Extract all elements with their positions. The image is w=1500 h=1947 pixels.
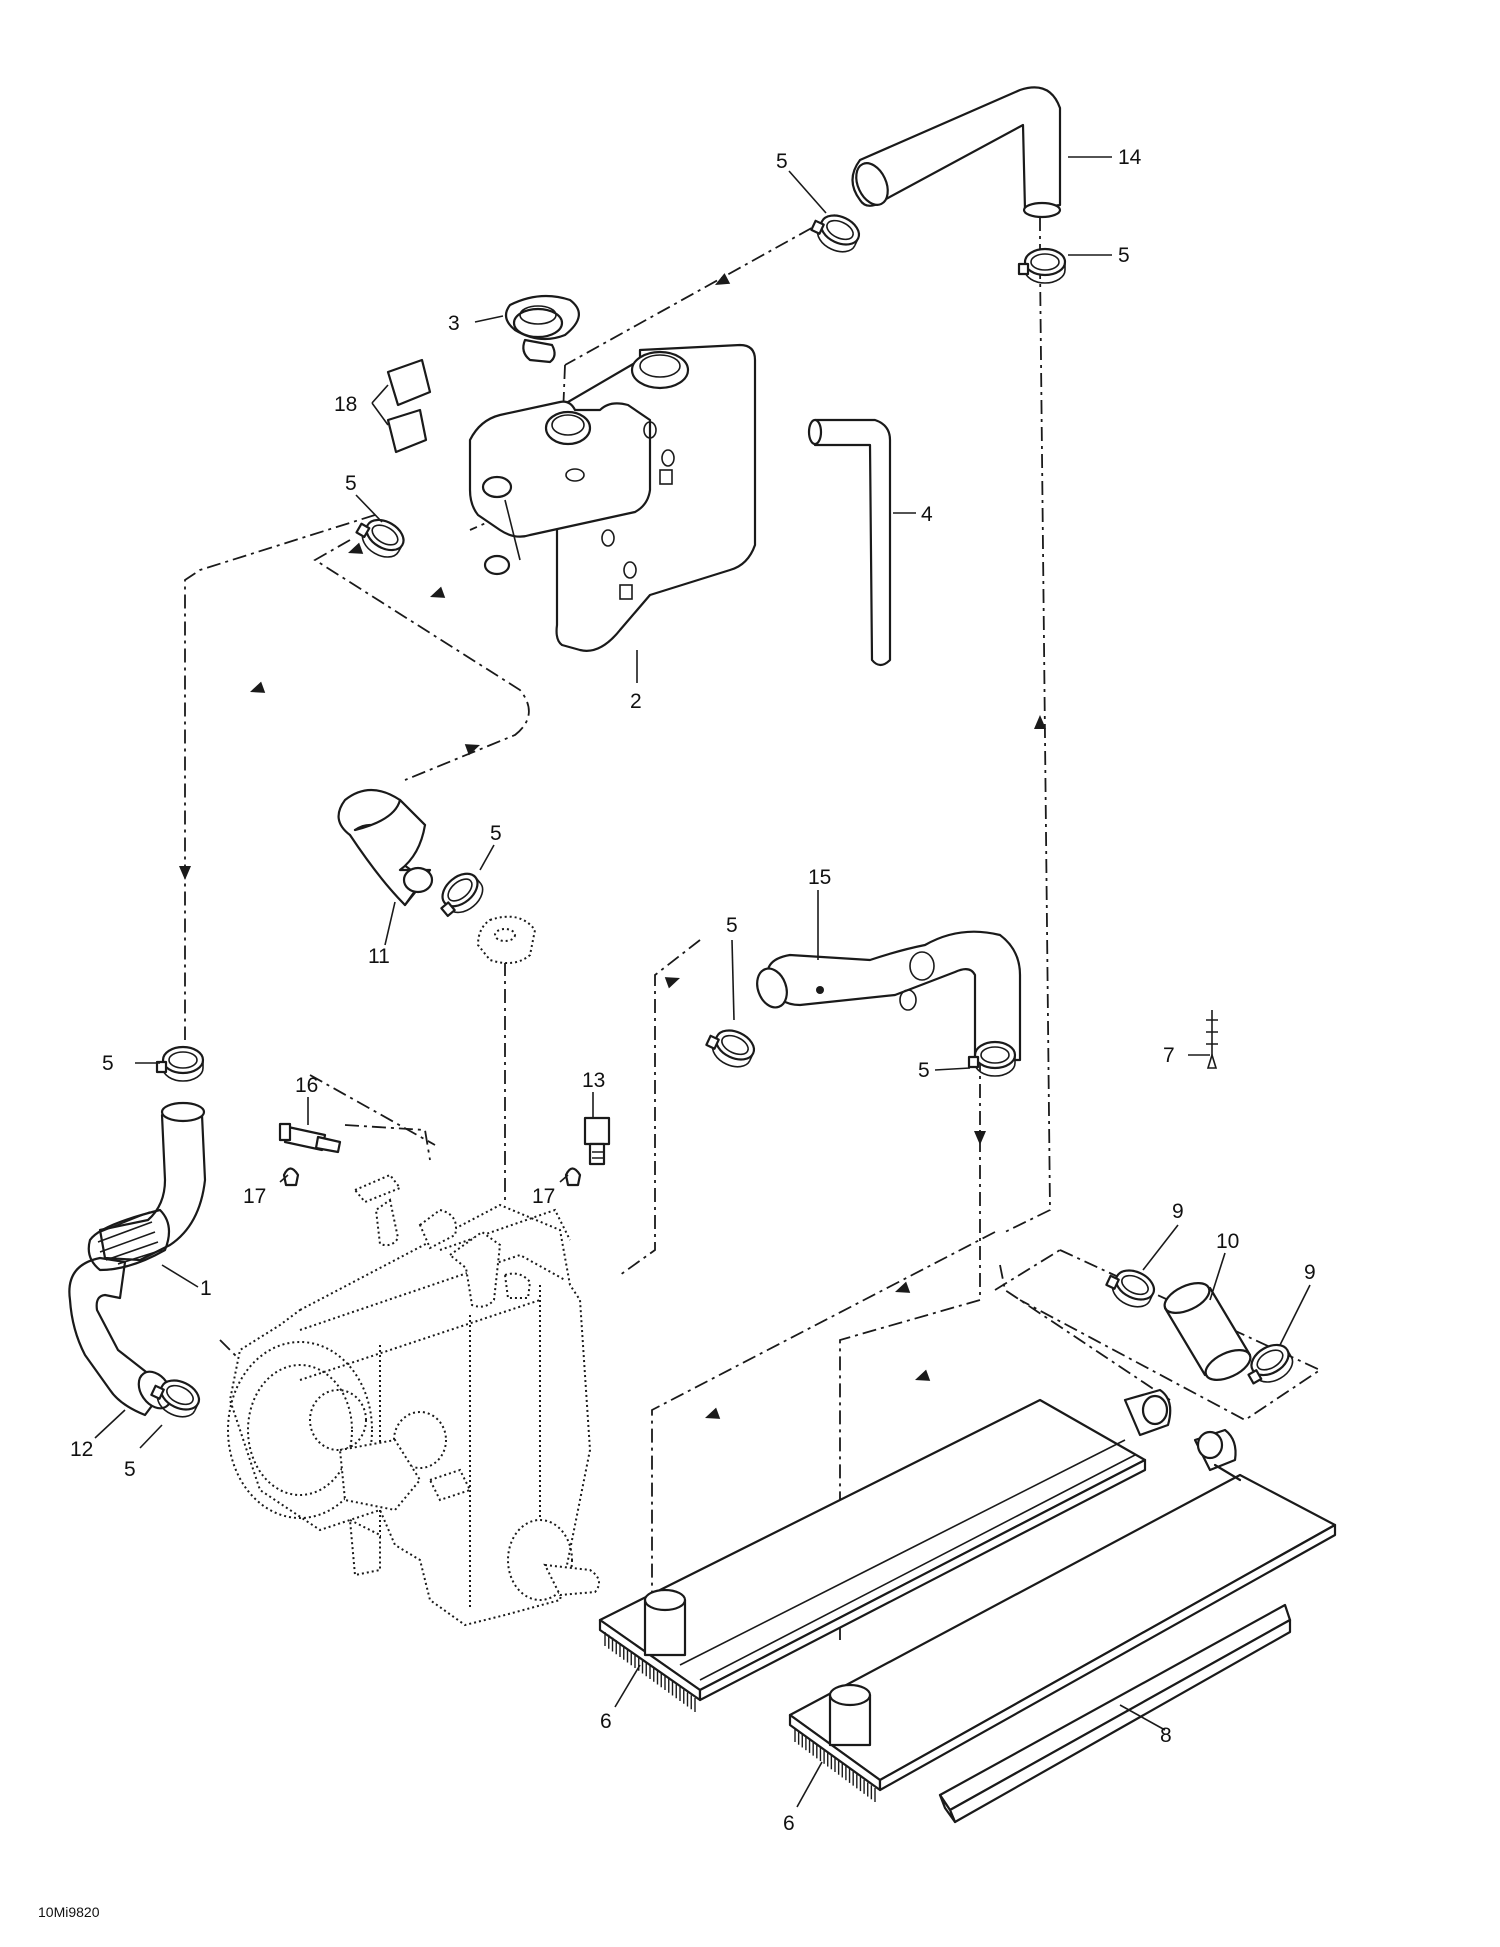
- callout-10: 10: [1216, 1230, 1239, 1253]
- flow-arrow: [664, 972, 683, 989]
- hose-clamp: [1017, 247, 1067, 285]
- hose-clamp: [1239, 1337, 1299, 1393]
- washer-17-left: [282, 1167, 300, 1187]
- decals-18: [386, 358, 432, 454]
- hose-clamp: [155, 1045, 205, 1083]
- callout-12: 12: [70, 1438, 93, 1461]
- flow-arrow: [912, 1369, 931, 1386]
- callout-13: 13: [582, 1069, 605, 1092]
- hose-clamp: [350, 509, 410, 565]
- callout-5: 5: [776, 150, 788, 173]
- heat-exchanger-6-lower: [788, 1428, 1337, 1802]
- washer-17-right: [564, 1167, 582, 1187]
- callout-4: 4: [921, 503, 933, 526]
- diagram-code: 10Mi9820: [38, 1904, 100, 1920]
- callout-labels: 5 14 5 3 18 5 4 2 5 11 15 5 5 7 5 16 13 …: [70, 146, 1316, 1835]
- callout-2: 2: [630, 690, 642, 713]
- coolant-reservoir-2: [468, 343, 757, 652]
- leader-lines: [94, 156, 1311, 1808]
- callout-5: 5: [490, 822, 502, 845]
- upper-hose-14: [851, 86, 1062, 219]
- callout-18: 18: [334, 393, 357, 416]
- flow-arrow: [345, 542, 364, 559]
- hose-clamp: [701, 1021, 760, 1074]
- hose-clamp: [1101, 1261, 1160, 1314]
- engine-block: [227, 1173, 600, 1627]
- callout-6: 6: [783, 1812, 795, 1835]
- temperature-sensor-13: [583, 1116, 611, 1166]
- callout-1: 1: [200, 1277, 212, 1300]
- cooling-fins: [604, 1632, 696, 1712]
- callout-9: 9: [1172, 1200, 1184, 1223]
- callout-17: 17: [532, 1185, 555, 1208]
- hose-15: [756, 930, 1022, 1062]
- hose-clamp: [806, 206, 865, 259]
- callout-16: 16: [295, 1074, 318, 1097]
- hose-1: [87, 1101, 207, 1272]
- callout-15: 15: [808, 866, 831, 889]
- callout-5: 5: [1118, 244, 1130, 267]
- callout-9: 9: [1304, 1261, 1316, 1284]
- heat-exchanger-6-upper: [598, 1388, 1172, 1712]
- thermostat-housing: [476, 915, 537, 965]
- callout-5: 5: [102, 1052, 114, 1075]
- callout-8: 8: [1160, 1724, 1172, 1747]
- flow-arrow: [974, 1131, 986, 1145]
- callout-5: 5: [124, 1458, 136, 1481]
- flow-arrow: [179, 866, 191, 880]
- temperature-sensor-16: [278, 1122, 342, 1154]
- callout-6: 6: [600, 1710, 612, 1733]
- flow-arrow: [247, 681, 266, 698]
- flow-arrow: [464, 739, 483, 756]
- hose-11: [337, 788, 434, 907]
- flow-arrow: [427, 586, 446, 603]
- fastener-7: [1206, 1010, 1218, 1069]
- hose-clamp: [430, 866, 490, 924]
- radiator-cap-3: [504, 294, 580, 364]
- callout-5: 5: [726, 914, 738, 937]
- flow-arrow: [702, 1407, 721, 1424]
- rail-8: [938, 1603, 1292, 1824]
- callout-3: 3: [448, 312, 460, 335]
- callout-11: 11: [368, 945, 390, 968]
- callout-17: 17: [243, 1185, 266, 1208]
- connector-10: [1163, 1282, 1252, 1381]
- callout-5: 5: [345, 472, 357, 495]
- callout-5: 5: [918, 1059, 930, 1082]
- callout-14: 14: [1118, 146, 1142, 169]
- cooling-fins: [794, 1728, 876, 1802]
- overflow-tube-4: [807, 418, 892, 667]
- callout-7: 7: [1163, 1044, 1175, 1067]
